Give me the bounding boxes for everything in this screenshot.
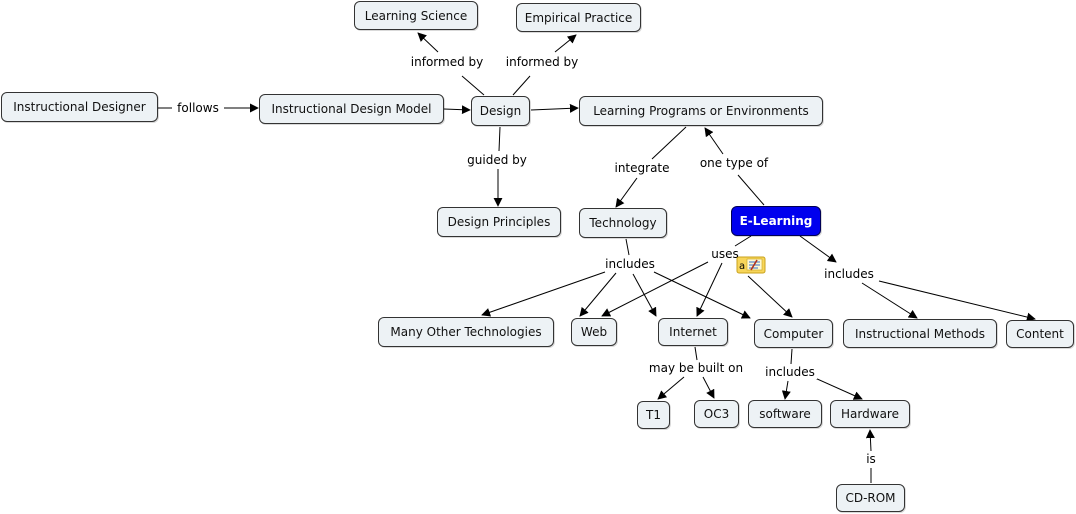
edge-informed2-practice: [554, 34, 577, 53]
edge-internet-builton: [694, 346, 698, 361]
note-icon[interactable]: a: [736, 256, 766, 274]
edge-includes-hardware: [814, 377, 863, 400]
node-learning-science[interactable]: Learning Science: [354, 1, 478, 30]
node-cd-rom[interactable]: CD-ROM: [836, 484, 905, 512]
node-web[interactable]: Web: [571, 318, 617, 346]
edge-design-guided: [498, 126, 501, 152]
edge-includes-methods: [861, 282, 918, 319]
edge-builton-t1: [657, 376, 685, 400]
edge-design-informed1: [461, 75, 485, 96]
link-label-one-type-of[interactable]: one type of: [697, 156, 771, 170]
edge-programs-integrate: [651, 126, 687, 160]
node-oc3[interactable]: OC3: [694, 400, 739, 428]
edge-integrate-technology: [615, 177, 638, 208]
edge-elearning-typeof: [737, 174, 765, 206]
link-label-includes-elearning[interactable]: includes: [822, 267, 876, 281]
edge-design-informed2: [512, 75, 531, 96]
node-design[interactable]: Design: [471, 96, 530, 126]
link-label-includes-computer[interactable]: includes: [763, 365, 817, 379]
node-content[interactable]: Content: [1006, 320, 1074, 348]
node-learning-programs[interactable]: Learning Programs or Environments: [579, 96, 823, 126]
edge-uses-internet: [696, 262, 723, 317]
link-label-may-be-built-on[interactable]: may be built on: [646, 361, 746, 375]
edge-elearning-uses: [734, 235, 752, 247]
link-label-is[interactable]: is: [864, 452, 878, 466]
note-icon-text: a: [739, 261, 745, 272]
link-label-follows[interactable]: follows: [175, 101, 221, 115]
link-label-integrate[interactable]: integrate: [612, 161, 672, 175]
edge-includes-software: [781, 380, 791, 400]
node-instructional-methods[interactable]: Instructional Methods: [843, 319, 997, 348]
node-many-other-technologies[interactable]: Many Other Technologies: [378, 317, 554, 347]
node-instructional-design-model[interactable]: Instructional Design Model: [259, 94, 444, 124]
node-software[interactable]: software: [748, 400, 822, 428]
node-t1[interactable]: T1: [637, 401, 670, 429]
edge-includes-web: [579, 272, 617, 317]
edge-builton-oc3: [702, 376, 715, 399]
node-computer[interactable]: Computer: [754, 319, 833, 348]
edge-design-programs: [530, 103, 579, 113]
edge-typeof-programs: [704, 127, 724, 155]
node-technology[interactable]: Technology: [579, 208, 667, 238]
edge-includes-many: [481, 271, 606, 317]
link-label-guided-by[interactable]: guided by: [465, 153, 529, 167]
edge-includes-internet: [632, 273, 657, 317]
edge-includes-computer: [653, 271, 751, 319]
node-instructional-designer[interactable]: Instructional Designer: [1, 92, 158, 122]
edge-elearning-includes: [799, 235, 837, 263]
edge-computer-includes: [790, 348, 793, 365]
node-design-principles[interactable]: Design Principles: [437, 207, 561, 237]
edge-informed1-science: [417, 32, 439, 53]
edge-includes-content: [878, 280, 1036, 322]
edge-uses-web: [601, 261, 709, 317]
link-label-uses[interactable]: uses: [709, 247, 741, 261]
link-label-informed-by-learning-science[interactable]: informed by: [408, 55, 486, 69]
edge-model-design: [443, 105, 471, 115]
link-label-includes-technology[interactable]: includes: [603, 257, 657, 271]
edge-uses-computer: [747, 275, 793, 318]
edge-technology-includes: [625, 238, 630, 256]
node-e-learning[interactable]: E-Learning: [731, 206, 821, 236]
node-empirical-practice[interactable]: Empirical Practice: [516, 3, 641, 32]
edge-is-hardware: [865, 429, 875, 452]
link-label-informed-by-empirical-practice[interactable]: informed by: [503, 55, 581, 69]
node-internet[interactable]: Internet: [658, 318, 728, 346]
node-hardware[interactable]: Hardware: [830, 400, 910, 428]
